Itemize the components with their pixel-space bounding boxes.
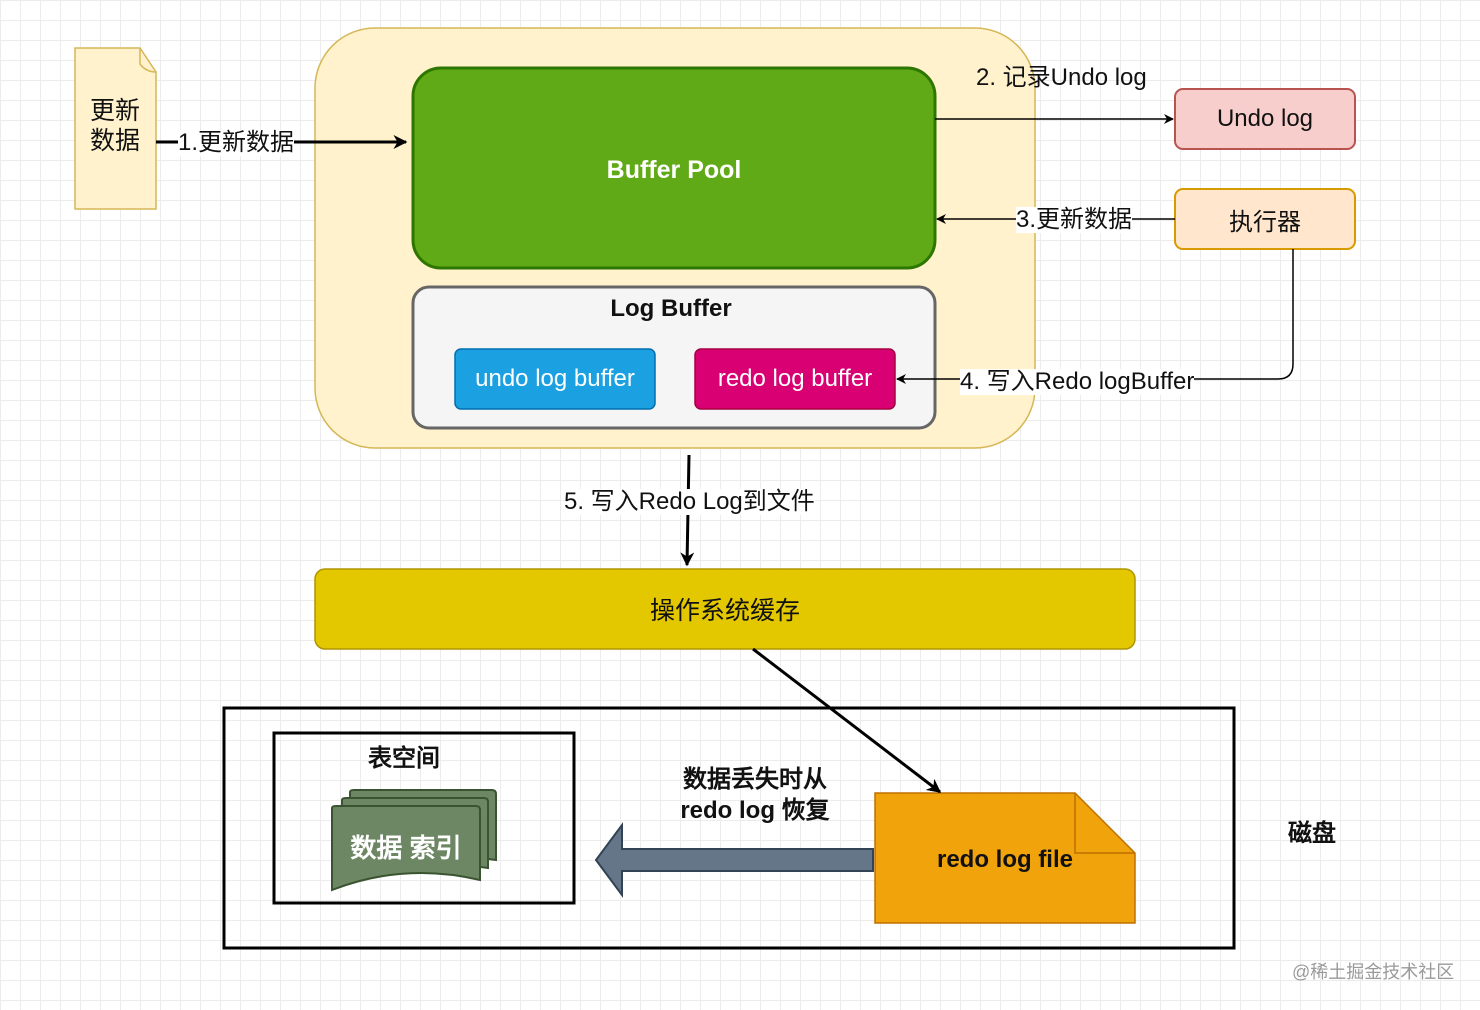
tablespace-box: [272, 731, 576, 905]
os-cache-box: [314, 568, 1136, 650]
documents-stack-icon: [331, 789, 497, 892]
buffer-pool-box: [411, 66, 937, 270]
edge-5-label: 5. 写入Redo Log到文件: [564, 488, 815, 515]
redo-log-buffer-box: [694, 348, 896, 410]
undo-log-buffer-box: [454, 348, 656, 410]
disk-label: 磁盘: [1288, 820, 1336, 847]
redo-log-buffer-label: redo log buffer: [717, 365, 873, 392]
edge-1-label: 1.更新数据: [178, 129, 295, 156]
recover-text: 数据丢失时从 redo log 恢复: [680, 765, 830, 824]
log-buffer-title: Log Buffer: [610, 295, 732, 322]
redo-log-file-fold: [1074, 793, 1135, 854]
executor-label: 执行器: [1229, 208, 1301, 236]
edge-2-label: 2. 记录Undo log: [976, 64, 1147, 91]
documents-label: 数据 索引: [350, 832, 462, 863]
disk-box: [222, 706, 1236, 950]
tablespace-title: 表空间: [368, 744, 440, 772]
edge-4-label: 4. 写入Redo logBuffer: [960, 368, 1195, 395]
note-fold: [139, 48, 157, 73]
redo-log-file-label: redo log file: [936, 846, 1073, 873]
edge-4-line: [896, 249, 1294, 384]
undo-log-box: [1174, 88, 1356, 150]
edge-6-line: [752, 647, 942, 794]
redo-log-file-shape: [874, 792, 1136, 924]
recover-arrow: [594, 821, 874, 899]
undo-log-buffer-label: undo log buffer: [475, 365, 635, 392]
buffer-pool-label: Buffer Pool: [606, 155, 742, 184]
update-data-note-label: 更新 数据: [89, 97, 140, 155]
undo-log-label: Undo log: [1216, 105, 1314, 132]
watermark: @稀土掘金技术社区: [1292, 962, 1455, 982]
edge-3-label: 3.更新数据: [1016, 206, 1133, 233]
os-cache-label: 操作系统缓存: [649, 597, 800, 625]
